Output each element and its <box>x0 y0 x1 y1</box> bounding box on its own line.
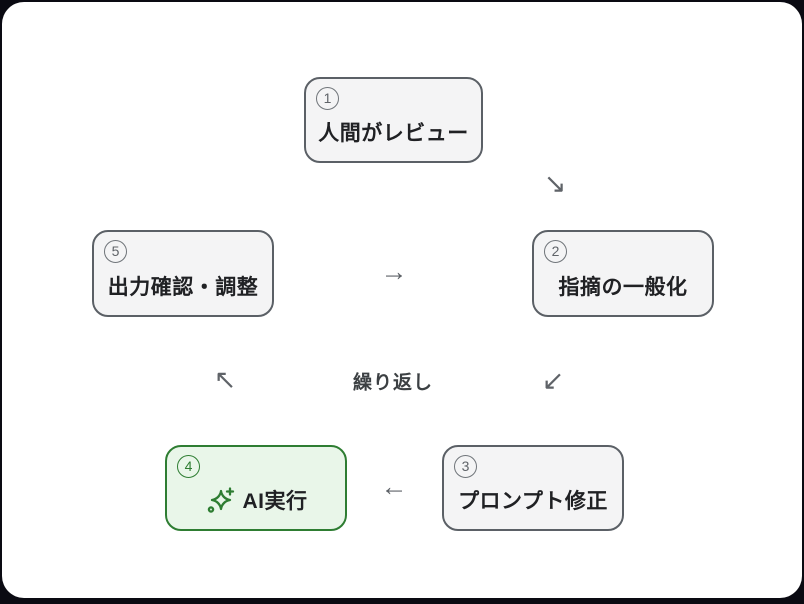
step-body: 指摘の一般化 <box>534 232 712 315</box>
arrow-down-left-icon: ↙ <box>541 365 565 396</box>
step-box-generalize-feedback: 2 指摘の一般化 <box>532 230 714 317</box>
step-number-badge: 1 <box>316 87 339 110</box>
step-body: 人間がレビュー <box>306 79 481 161</box>
step-number-badge: 3 <box>454 455 477 478</box>
arrow-right-icon: → <box>380 256 408 287</box>
step-body: AI実行 <box>167 447 345 529</box>
step-label: 出力確認・調整 <box>107 275 259 299</box>
cycle-repeat-label: 繰り返し <box>352 372 434 394</box>
step-number-badge: 4 <box>177 455 200 478</box>
step-number-badge: 5 <box>104 240 127 263</box>
arrow-up-left-icon: ↖ <box>213 364 237 395</box>
step-body: プロンプト修正 <box>444 447 622 529</box>
arrow-down-right-icon: ↘ <box>543 168 567 199</box>
step-label: AI実行 <box>242 490 308 513</box>
step-label: 指摘の一般化 <box>558 275 688 299</box>
step-body: 出力確認・調整 <box>94 232 272 315</box>
step-box-human-review: 1 人間がレビュー <box>304 77 483 163</box>
sparkle-icon <box>205 485 235 515</box>
step-label: 人間がレビュー <box>318 122 469 145</box>
arrow-left-icon: ← <box>380 471 408 502</box>
step-box-ai-execution: 4 AI実行 <box>165 445 347 531</box>
step-box-prompt-revision: 3 プロンプト修正 <box>442 445 624 531</box>
step-box-output-check-adjust: 5 出力確認・調整 <box>92 230 274 317</box>
step-label: プロンプト修正 <box>458 490 608 513</box>
step-number-badge: 2 <box>544 240 567 263</box>
